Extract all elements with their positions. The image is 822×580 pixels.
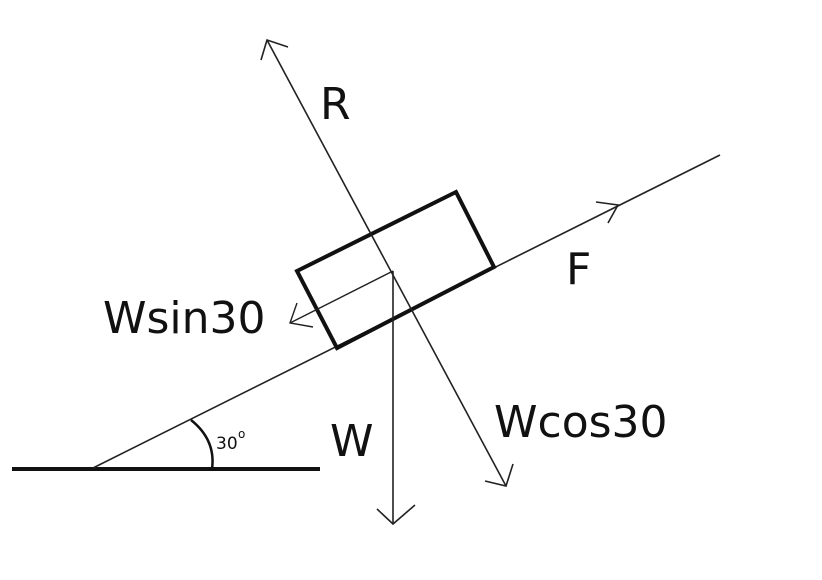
angle-label: 30 <box>216 434 238 454</box>
reaction-force-line <box>266 39 507 487</box>
wcos30-arrowhead <box>484 463 514 487</box>
wcos30-label: Wcos30 <box>494 397 668 448</box>
wsin30-label: Wsin30 <box>103 293 266 344</box>
friction-label: F <box>566 244 591 295</box>
wsin30-arrow-line <box>289 270 394 324</box>
weight-label: W <box>330 416 374 467</box>
block <box>294 189 497 351</box>
weight-arrowhead <box>376 504 416 526</box>
wsin30-arrowhead <box>289 302 314 328</box>
angle-arc <box>190 419 214 470</box>
reaction-arrowhead <box>260 38 289 61</box>
reaction-label: R <box>320 79 351 130</box>
friction-arrowhead <box>595 201 620 224</box>
angle-degree-symbol: o <box>238 427 245 441</box>
